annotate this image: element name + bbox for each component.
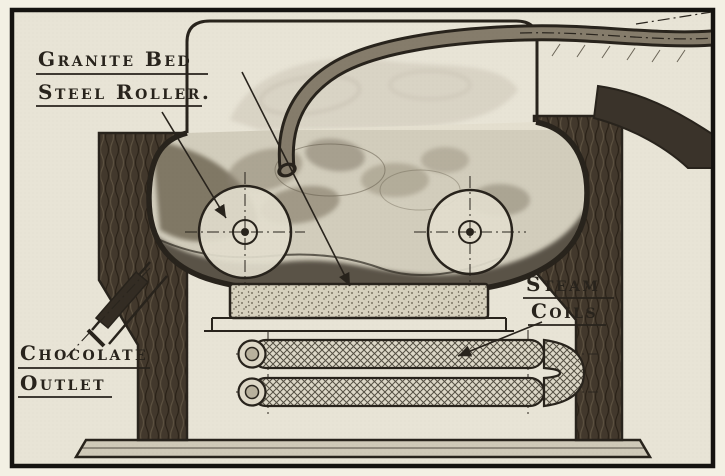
machine-diagram: Granite Bed Steel Roller. Chocolate Outl…: [14, 12, 711, 464]
halftone-texture-overlay: [14, 12, 711, 464]
